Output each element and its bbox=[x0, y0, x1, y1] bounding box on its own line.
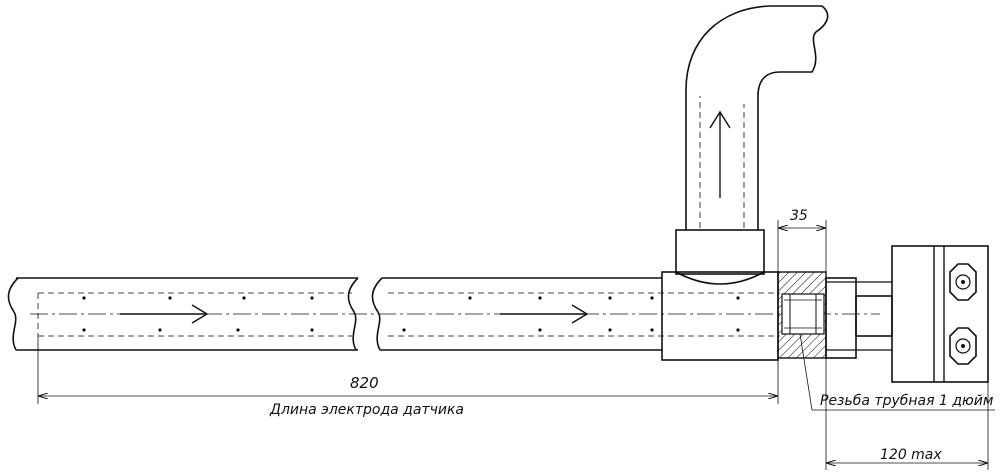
sensor-head bbox=[825, 245, 989, 383]
thread-leader: Резьба трубная 1 дюйм bbox=[799, 333, 995, 411]
flow-arrow-icon bbox=[120, 304, 209, 324]
outlet-pipe bbox=[685, 5, 829, 230]
dimension-120-label: 120 max bbox=[880, 447, 942, 463]
terminal-nut-icon bbox=[949, 327, 977, 365]
dimension-820: 820 Длина электрода датчика bbox=[37, 336, 779, 418]
dimension-820-label: 820 bbox=[350, 374, 379, 392]
dimension-35-label: 35 bbox=[790, 208, 808, 224]
tee-body bbox=[661, 229, 779, 361]
flow-arrow-icon bbox=[500, 304, 589, 324]
electrode-inner-bore bbox=[30, 292, 880, 337]
electrode-length-caption: Длина электрода датчика bbox=[269, 402, 464, 418]
electrode-pipe-left bbox=[7, 277, 359, 351]
perforation-holes bbox=[82, 296, 740, 332]
thread-caption: Резьба трубная 1 дюйм bbox=[820, 393, 994, 409]
electrode-pipe-middle bbox=[371, 277, 662, 351]
flow-arrow-up-icon bbox=[709, 110, 731, 198]
dimension-35: 35 bbox=[777, 208, 827, 272]
terminal-nut-icon bbox=[949, 263, 977, 301]
dimension-120-max: 120 max bbox=[825, 358, 989, 470]
threaded-nipple-section bbox=[777, 271, 827, 359]
